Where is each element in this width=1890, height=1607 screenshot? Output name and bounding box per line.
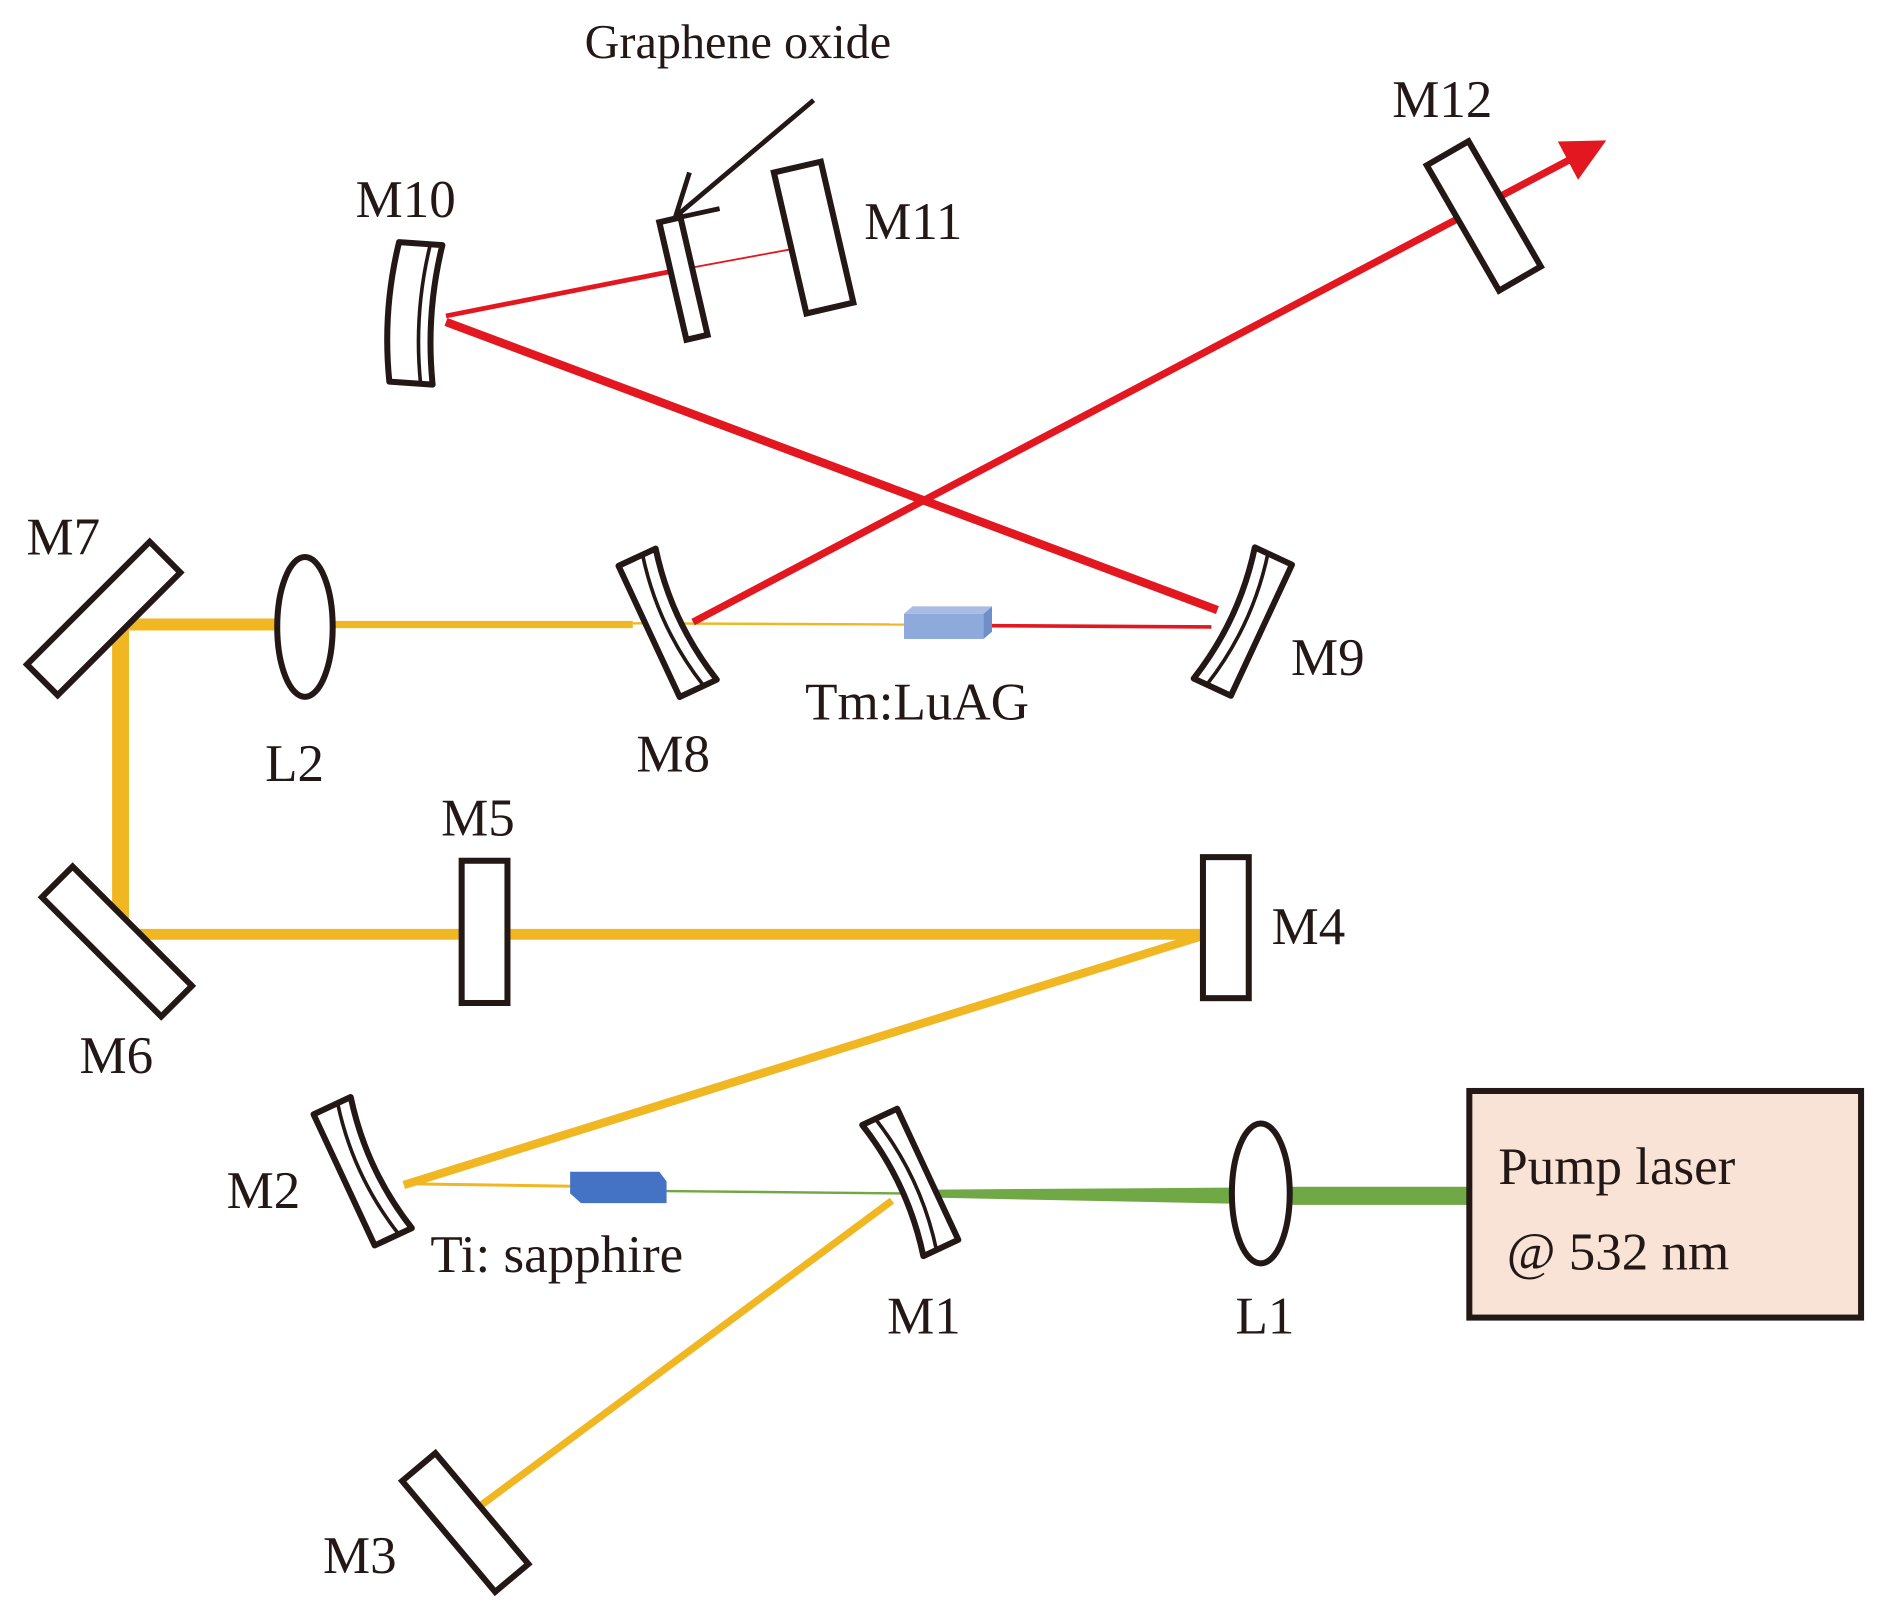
mirror-M3 bbox=[397, 1448, 533, 1597]
mirror-M1 bbox=[859, 1105, 962, 1260]
label-M7: M7 bbox=[27, 509, 101, 567]
label-M1: M1 bbox=[887, 1287, 961, 1345]
tm-laser-beam bbox=[444, 140, 1607, 629]
label-tm-crystal: Tm:LuAG bbox=[805, 674, 1029, 732]
tm-luag-crystal bbox=[904, 606, 993, 639]
pump-laser: Pump laser @ 532 nm bbox=[1466, 1087, 1865, 1321]
label-M9: M9 bbox=[1291, 629, 1365, 687]
mirror-M6 bbox=[37, 862, 197, 1021]
mirror-M12 bbox=[1422, 137, 1545, 295]
label-M6: M6 bbox=[80, 1027, 154, 1085]
label-M11: M11 bbox=[864, 193, 962, 251]
pump-laser-label: Pump laser bbox=[1498, 1138, 1735, 1196]
graphene-pointer-arrow bbox=[671, 98, 816, 222]
label-M3: M3 bbox=[323, 1527, 397, 1585]
label-M10: M10 bbox=[356, 171, 456, 229]
pump-wavelength-label: @ 532 nm bbox=[1507, 1223, 1730, 1281]
graphene-oxide-absorber bbox=[655, 213, 712, 344]
pump-beam bbox=[666, 1186, 1471, 1205]
ti-sapphire-beam bbox=[112, 617, 1210, 1508]
mirror-M2 bbox=[310, 1094, 415, 1249]
mirror-M10 bbox=[384, 239, 446, 388]
lens-L2 bbox=[274, 553, 336, 700]
label-ti-crystal: Ti: sapphire bbox=[430, 1226, 683, 1284]
label-M5: M5 bbox=[441, 789, 515, 847]
label-M12: M12 bbox=[1392, 71, 1492, 129]
mirror-M9 bbox=[1190, 544, 1295, 699]
label-L1: L1 bbox=[1235, 1287, 1294, 1345]
ti-sapphire-crystal bbox=[570, 1171, 667, 1204]
mirror-M8 bbox=[615, 545, 720, 701]
label-L2: L2 bbox=[265, 735, 324, 793]
lens-L1 bbox=[1228, 1120, 1293, 1267]
label-M4: M4 bbox=[1272, 898, 1346, 956]
label-M8: M8 bbox=[636, 726, 710, 784]
label-M2: M2 bbox=[227, 1162, 301, 1220]
graphene-oxide-label: Graphene oxide bbox=[585, 16, 891, 69]
mirror-M7 bbox=[22, 537, 185, 700]
mirror-M4 bbox=[1199, 854, 1252, 1002]
mirror-M11 bbox=[770, 158, 857, 318]
mirror-M5 bbox=[458, 857, 511, 1006]
